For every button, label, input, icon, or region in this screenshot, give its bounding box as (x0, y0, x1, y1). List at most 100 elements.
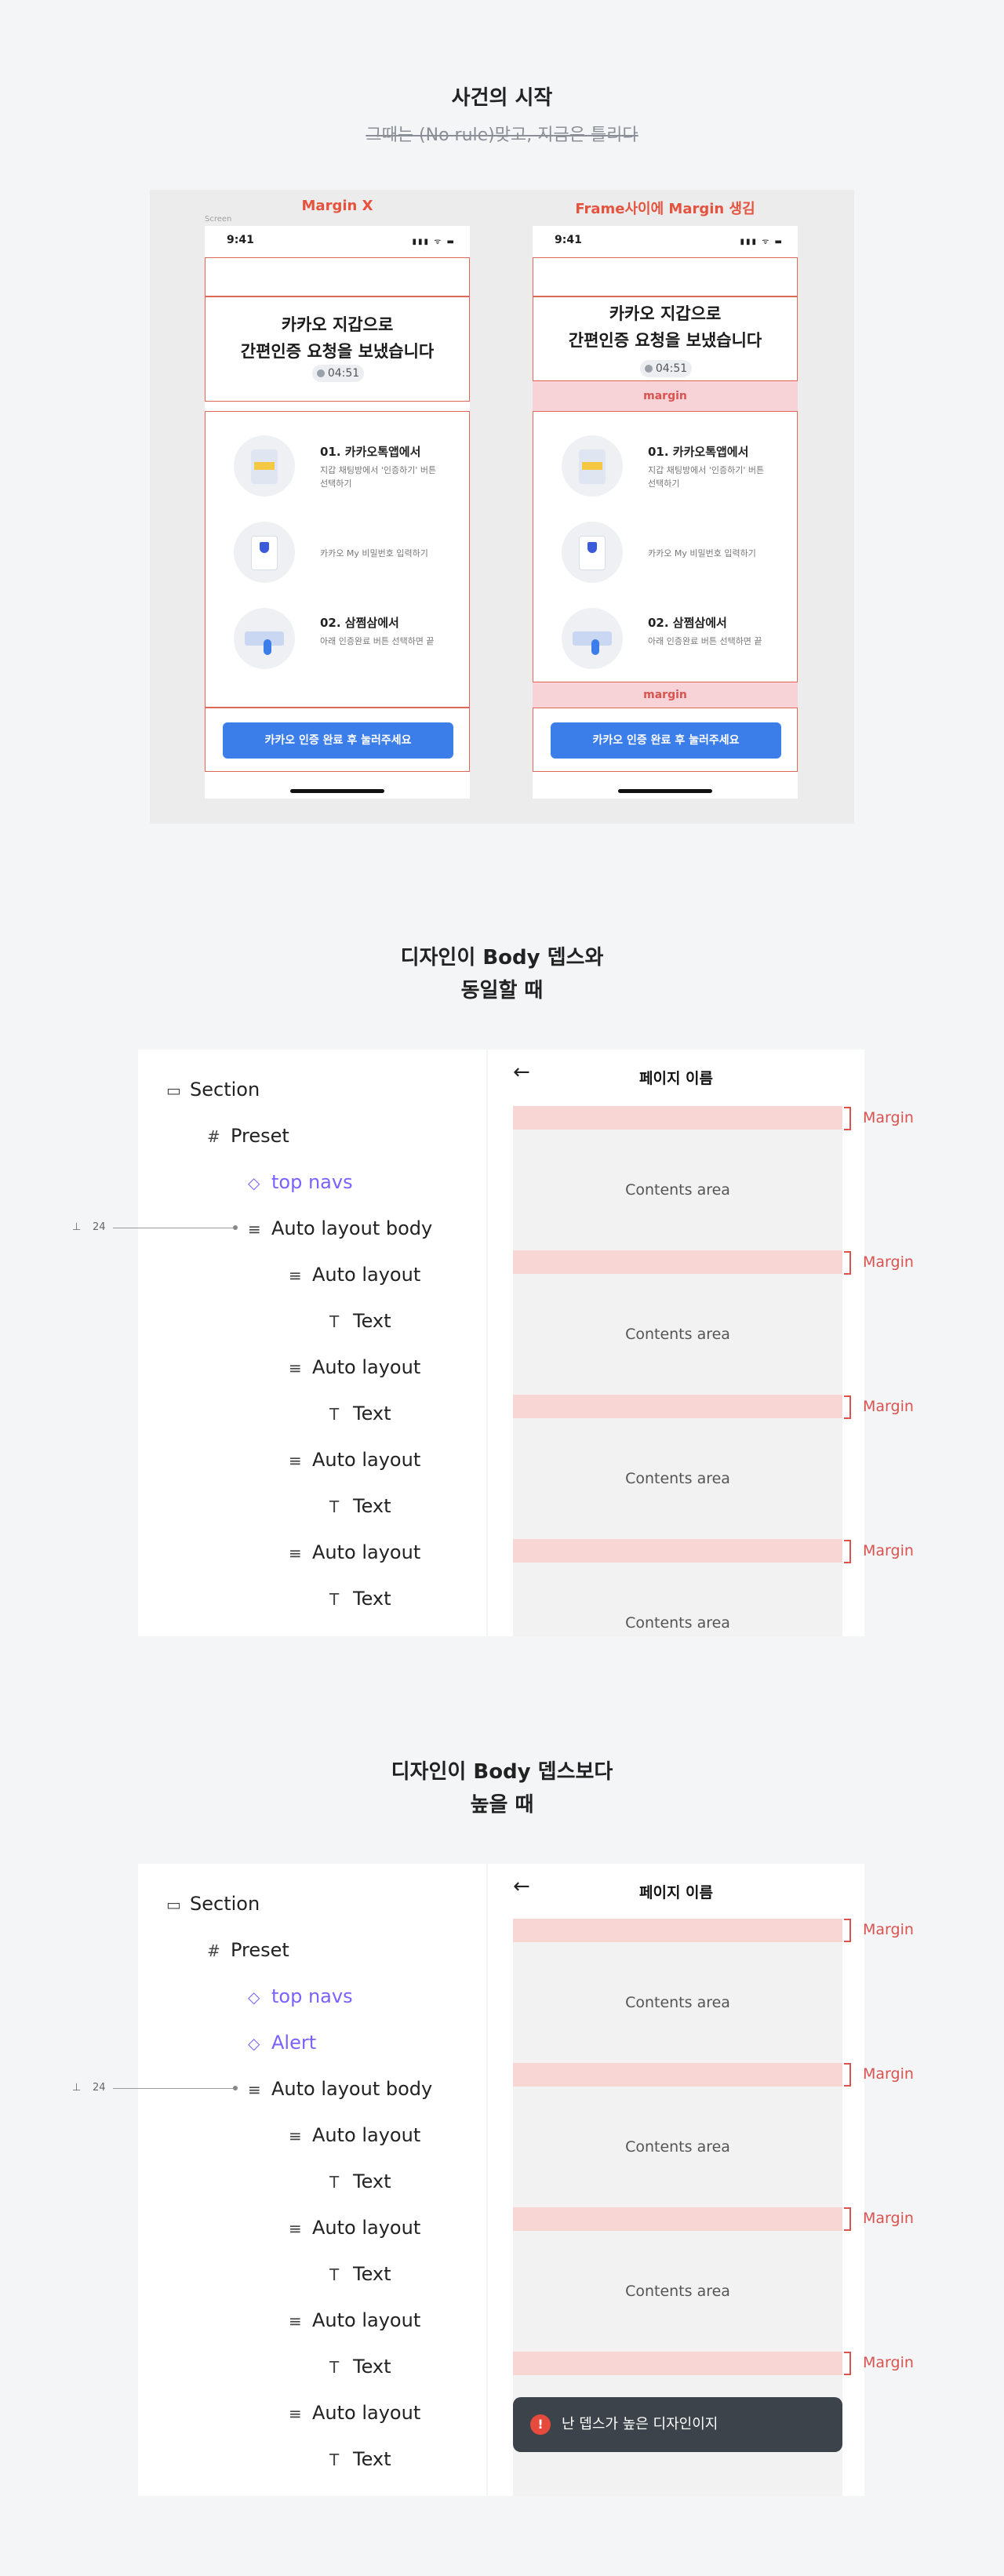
tree-item-auto-layout[interactable]: ≡Auto layout (289, 2402, 421, 2424)
contents-area: Contents area (513, 1130, 842, 1250)
auto-layout-icon: ≡ (289, 1359, 302, 1377)
gap-value: 24 (93, 2082, 106, 2094)
frame-icon: # (207, 1941, 220, 1960)
kakao-confirm-button[interactable]: 카카오 인증 완료 후 눌러주세요 (223, 722, 453, 759)
component-icon: ◇ (248, 2034, 260, 2053)
status-bar: 9:41 ▮▮▮ ᯤ ▬ (205, 226, 470, 253)
text-icon: T (329, 1405, 340, 1424)
gap-leader-dot (233, 2086, 238, 2090)
contents-area: Contents area (513, 1274, 842, 1395)
margin-strip (513, 1919, 842, 1942)
margin-label: Margin (863, 1398, 914, 1415)
step1-title: 01. 카카오톡앱에서 (648, 445, 749, 459)
margin-label: Margin (863, 1253, 914, 1271)
contents-area: Contents area (513, 2231, 842, 2352)
tree-item-top-navs[interactable]: ◇top navs (248, 1985, 353, 2007)
tree-item-auto-layout[interactable]: ≡Auto layout (289, 1449, 421, 1471)
page-title: 페이지 이름 (638, 1070, 713, 1087)
headline-line-1: 카카오 지갑으로 (609, 304, 722, 323)
margin-bracket (844, 2207, 851, 2231)
section3-title: 디자인이 Body 뎁스보다 높을 때 (0, 1756, 1004, 1821)
right-column-label: Frame사이에 Margin 생김 (575, 201, 755, 217)
margin-bracket (844, 1540, 851, 1563)
tree-item-auto-layout[interactable]: ≡Auto layout (289, 2217, 421, 2239)
margin-strip (513, 2352, 842, 2375)
headline: 카카오 지갑으로 간편인증 요청을 보냈습니다 (533, 300, 797, 354)
tree-item-auto-layout-body[interactable]: ≡Auto layout body (248, 1217, 433, 1239)
margin-bracket (844, 1107, 851, 1130)
step3-title: 02. 삼쩜삼에서 (648, 616, 727, 630)
tree-item-preset[interactable]: #Preset (207, 1939, 289, 1961)
text-icon: T (329, 2173, 340, 2192)
status-icons: ▮▮▮ ᯤ ▬ (412, 238, 456, 246)
tree-item-alert[interactable]: ◇Alert (248, 2032, 317, 2054)
tree-item-section[interactable]: ▭Section (166, 1893, 260, 1915)
timer-value: 04:51 (327, 367, 360, 380)
tree-item-auto-layout-body[interactable]: ≡Auto layout body (248, 2078, 433, 2100)
button-tap-icon (562, 608, 623, 669)
gap-leader-dot (233, 1225, 238, 1230)
step2-desc: 카카오 My 비밀번호 입력하기 (320, 548, 428, 558)
timer-value: 04:51 (655, 362, 688, 375)
step1-desc: 지갑 채팅방에서 '인증하기' 버튼 선택하기 (648, 465, 765, 489)
contents-area: Contents area (513, 1563, 842, 1636)
step3-title: 02. 삼쩜삼에서 (320, 616, 399, 630)
auto-layout-icon: ≡ (289, 2312, 302, 2330)
section1-title: 사건의 시작 (451, 86, 553, 110)
tree-item-auto-layout[interactable]: ≡Auto layout (289, 2124, 421, 2146)
text-icon: T (329, 2265, 340, 2284)
nav-frame (533, 257, 798, 297)
auto-layout-icon: ≡ (248, 2080, 261, 2099)
headline-line-1: 카카오 지갑으로 (281, 315, 394, 334)
section-icon: ▭ (166, 1081, 181, 1100)
phone-app-icon (234, 435, 295, 497)
layer-tree-panel: ▭Section #Preset ◇top navs ≡Auto layout … (138, 1050, 486, 1636)
steps-frame: 01. 카카오톡앱에서 지갑 채팅방에서 '인증하기' 버튼 선택하기 카카오 … (205, 411, 470, 708)
status-time: 9:41 (555, 234, 582, 246)
component-icon: ◇ (248, 1173, 260, 1192)
step1-desc: 지갑 채팅방에서 '인증하기' 버튼 선택하기 (320, 465, 437, 489)
margin-label: Margin (863, 2065, 914, 2083)
left-column-label: Margin X (301, 198, 373, 214)
auto-layout-icon: ≡ (289, 2219, 302, 2238)
section3-title-line-1: 디자인이 Body 뎁스보다 (391, 1760, 613, 1784)
warning-icon: ! (530, 2414, 551, 2435)
clock-icon (644, 365, 653, 373)
tree-item-auto-layout[interactable]: ≡Auto layout (289, 1541, 421, 1563)
step2-desc: 카카오 My 비밀번호 입력하기 (648, 548, 756, 558)
margin-bracket (844, 2352, 851, 2375)
tree-item-auto-layout[interactable]: ≡Auto layout (289, 1264, 421, 1286)
button-tap-icon (234, 608, 295, 669)
contents-area: Contents area (513, 1418, 842, 1539)
button-frame: 카카오 인증 완료 후 눌러주세요 (205, 708, 470, 772)
text-icon: T (329, 2450, 340, 2469)
frame-icon: # (207, 1127, 220, 1146)
back-arrow-icon[interactable]: ← (513, 1875, 530, 1898)
alert-toast[interactable]: !난 뎁스가 높은 디자인이지 (513, 2397, 842, 2452)
headline-line-2: 간편인증 요청을 보냈습니다 (568, 331, 762, 350)
tree-item-auto-layout[interactable]: ≡Auto layout (289, 2309, 421, 2331)
tree-item-preset[interactable]: #Preset (207, 1125, 289, 1147)
tree-item-auto-layout[interactable]: ≡Auto layout (289, 1356, 421, 1378)
section2-title-line-2: 동일할 때 (460, 979, 544, 1002)
password-icon (234, 522, 295, 583)
margin-label: Margin (863, 1542, 914, 1559)
margin-strip (513, 2207, 842, 2231)
back-arrow-icon[interactable]: ← (513, 1061, 530, 1084)
text-icon: T (329, 1497, 340, 1516)
phone-left: 9:41 ▮▮▮ ᯤ ▬ 카카오 지갑으로 간편인증 요청을 보냈습니다 04:… (205, 226, 470, 799)
kakao-confirm-button[interactable]: 카카오 인증 완료 후 눌러주세요 (551, 722, 781, 759)
margin-bar-top: margin (533, 381, 798, 411)
tree-item-section[interactable]: ▭Section (166, 1079, 260, 1101)
section2-title: 디자인이 Body 뎁스와 동일할 때 (0, 941, 1004, 1007)
tree-item-top-navs[interactable]: ◇top navs (248, 1171, 353, 1193)
status-icons: ▮▮▮ ᯤ ▬ (740, 238, 784, 246)
